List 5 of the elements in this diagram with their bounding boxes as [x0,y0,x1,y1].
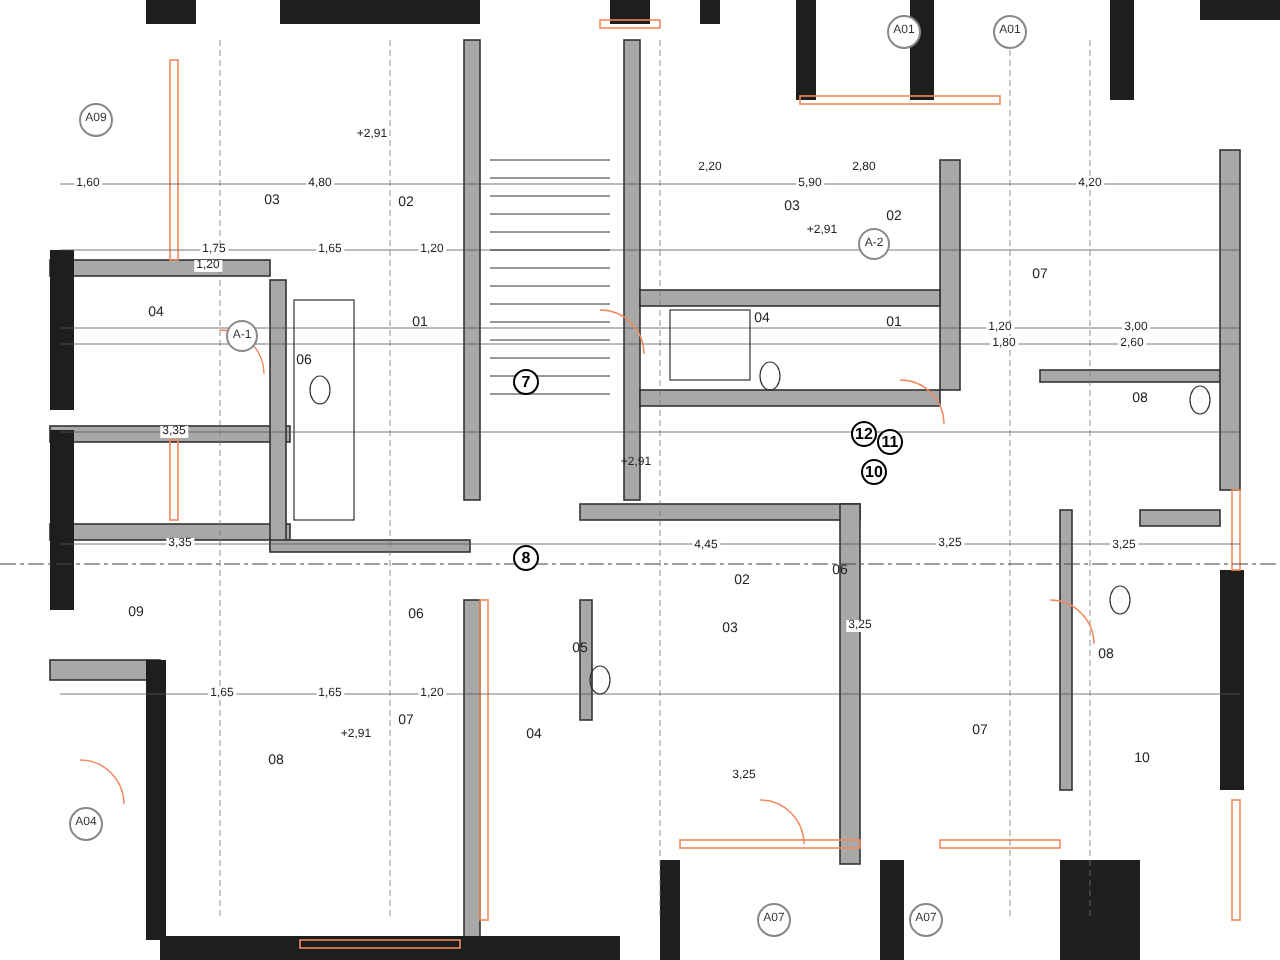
callout-number: 8 [513,545,539,571]
callout-number: 11 [877,429,903,455]
callout-number: 10 [861,459,887,485]
callout-number: 12 [851,421,877,447]
callout-number: 7 [513,369,539,395]
